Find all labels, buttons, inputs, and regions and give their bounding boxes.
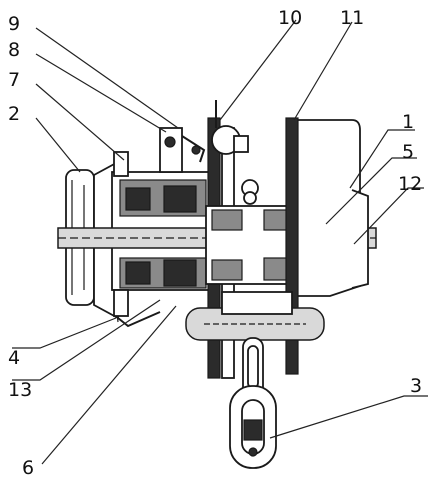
callout-10: 10 [278, 7, 302, 29]
leader-lines [12, 19, 428, 465]
leader-1 [349, 129, 415, 189]
leader-10 [219, 19, 297, 121]
callout-9: 9 [8, 13, 20, 35]
leader-13 [12, 299, 161, 381]
callout-6: 6 [22, 457, 34, 479]
callout-3: 3 [410, 375, 422, 397]
leader-9 [35, 27, 179, 129]
callout-11: 11 [340, 7, 364, 29]
callout-2: 2 [8, 103, 20, 125]
load-chain [229, 337, 277, 469]
leader-2 [35, 117, 81, 173]
leader-7 [35, 83, 125, 161]
brake-pawl-bracket [159, 127, 206, 173]
callout-8: 8 [8, 39, 20, 61]
leader-3 [269, 395, 428, 439]
leader-8 [35, 53, 167, 133]
chain-guide [185, 291, 325, 341]
leader-11 [293, 21, 353, 121]
leader-12 [353, 187, 424, 245]
callout-5: 5 [402, 141, 414, 163]
leader-5 [325, 157, 417, 225]
right-side-frame [285, 117, 369, 375]
callout-4: 4 [8, 347, 20, 369]
callout-labels: 9 8 7 2 10 11 1 5 12 4 13 6 3 [8, 7, 422, 479]
leader-4 [12, 317, 117, 349]
callout-12: 12 [398, 173, 422, 195]
leader-6 [41, 305, 177, 465]
callout-7: 7 [8, 69, 20, 91]
callout-13: 13 [8, 379, 32, 401]
callout-1: 1 [402, 111, 414, 133]
